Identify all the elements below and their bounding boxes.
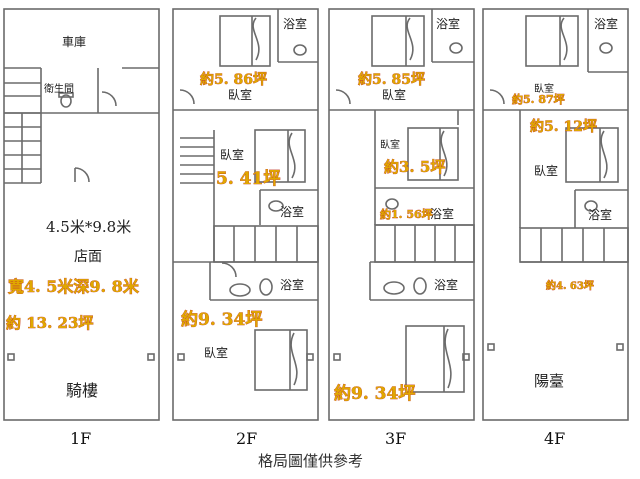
room-bath-4f-mid: 浴室 — [588, 207, 612, 222]
room-bed-4f-top: 臥室 — [534, 82, 554, 95]
area-2f-low: 約9. 34坪 — [181, 309, 262, 330]
room-garage: 車庫 — [62, 35, 86, 49]
floor-label-1f: 1F — [70, 429, 91, 448]
area-3f-mid: 約3. 5坪 — [384, 158, 445, 176]
room-bed-4f-mid: 臥室 — [534, 163, 558, 178]
area-1f-total: 約 13. 23坪 — [6, 314, 93, 332]
plan-caption: 格局圖僅供參考 — [258, 452, 363, 470]
room-bath-2f-low: 浴室 — [280, 277, 304, 292]
area-4f-top: 約5. 87坪 — [512, 92, 565, 106]
floor-label-2f: 2F — [236, 429, 257, 448]
room-bed-2f-mid: 臥室 — [220, 147, 244, 162]
room-bed-3f-top: 臥室 — [382, 87, 406, 102]
room-bath-4f-top: 浴室 — [594, 16, 618, 31]
floor-4f-walls — [482, 8, 629, 421]
room-arcade: 騎樓 — [66, 381, 98, 400]
area-4f-mid: 約5. 12坪 — [530, 118, 597, 135]
room-balcony: 陽臺 — [534, 372, 564, 390]
room-bed-2f-top: 臥室 — [228, 87, 252, 102]
area-2f-mid: 5. 41坪 — [216, 169, 280, 189]
room-bed-2f-low: 臥室 — [204, 345, 228, 360]
area-3f-low: 約9. 34坪 — [334, 383, 415, 404]
room-bath-2f-top: 浴室 — [283, 16, 307, 31]
area-3f-small: 約1. 56坪 — [380, 207, 433, 221]
floor-3f-walls — [328, 8, 475, 421]
shop-dimensions: 4.5米*9.8米 — [46, 218, 131, 236]
floor-2f-walls — [172, 8, 319, 421]
room-bed-3f-mid: 臥室 — [380, 138, 400, 151]
floor-label-3f: 3F — [385, 429, 406, 448]
area-4f-low: 約4. 63坪 — [546, 279, 594, 292]
room-toilet: 衛生間 — [44, 82, 74, 95]
floor-label-4f: 4F — [544, 429, 565, 448]
area-3f-top: 約5. 85坪 — [358, 71, 425, 88]
room-bath-3f-top: 浴室 — [436, 16, 460, 31]
room-bath-3f-low: 浴室 — [434, 277, 458, 292]
room-bath-2f-mid: 浴室 — [280, 204, 304, 219]
floor-1f-walls — [3, 8, 160, 421]
area-1f-width-depth: 寬4. 5米深9. 8米 — [7, 277, 140, 296]
room-bath-3f-mid: 浴室 — [430, 206, 454, 221]
area-2f-top: 約5. 86坪 — [200, 71, 267, 88]
room-shop: 店面 — [74, 249, 102, 265]
